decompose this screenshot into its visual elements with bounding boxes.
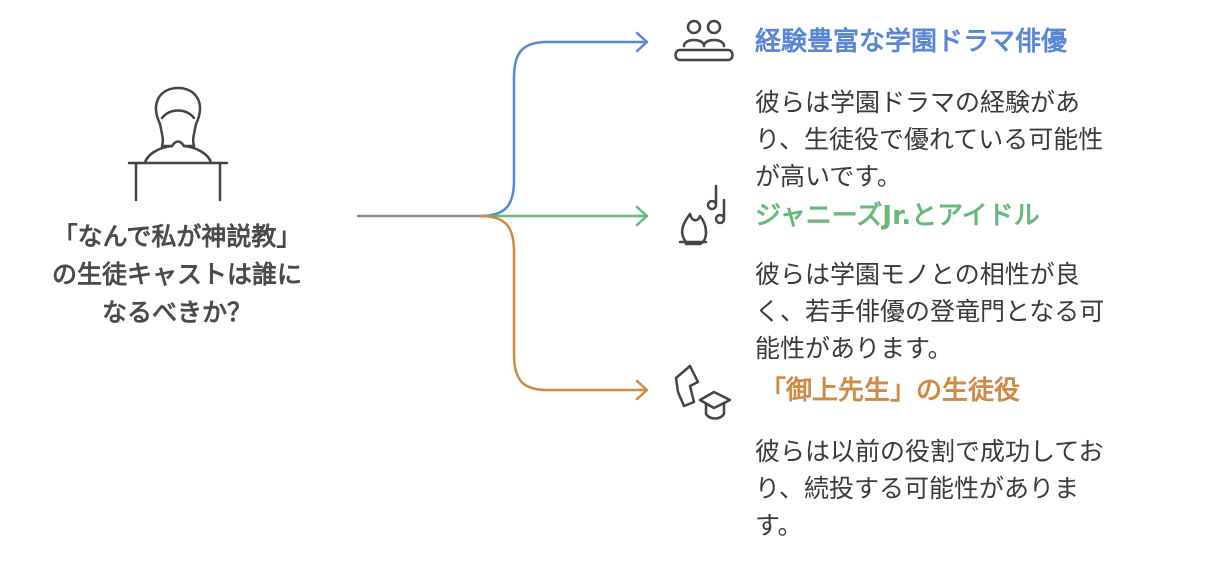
description-line: 彼らは学園ドラマの経験があ (755, 88, 1081, 117)
option-1-title: 経験豊富な学園ドラマ俳優 (755, 27, 1068, 57)
connector-option-3 (478, 214, 649, 392)
question-line: 「なんで私が神説教」 (52, 222, 302, 251)
arrowhead-option-1 (635, 31, 649, 53)
option-2-title: ジャニーズJr.とアイドル (755, 201, 1040, 231)
question-line: なるべきか？ (101, 298, 252, 327)
description-line: が高いです。 (755, 162, 902, 191)
description-line: く、若手俳優の登竜門となる可 (755, 297, 1105, 326)
description-line: 彼らは学園モノとの相性が良 (755, 260, 1080, 289)
description-line: 能性があります。 (755, 334, 953, 363)
description-line: 彼らは以前の役割で成功してお (755, 437, 1104, 466)
description-line: り、続投する可能性がありま (755, 474, 1080, 503)
option-1-description: 彼らは学園ドラマの経験があ り、生徒役で優れている可能性 が高いです。 (755, 84, 1220, 195)
graduation-cap-diploma-icon (674, 364, 732, 420)
connector-option-1 (478, 40, 649, 218)
option-3-description: 彼らは以前の役割で成功してお り、続投する可能性がありま す。 (755, 433, 1220, 544)
person-at-podium-icon (127, 86, 229, 202)
group-of-people-icon (674, 19, 734, 62)
question-line: の生徒キャストは誰に (51, 260, 302, 289)
central-question: 「なんで私が神説教」 の生徒キャストは誰に なるべきか？ (8, 218, 346, 332)
option-3-title: 「御上先生」の生徒役 (760, 376, 1021, 406)
option-2-description: 彼らは学園モノとの相性が良 く、若手俳優の登竜門となる可 能性があります。 (755, 256, 1220, 367)
description-line: り、生徒役で優れている可能性 (755, 125, 1104, 154)
arrowhead-option-3 (635, 379, 649, 401)
description-line: す。 (755, 511, 803, 540)
arrowhead-option-2 (635, 205, 649, 227)
music-notes-fire-icon (678, 184, 726, 246)
connectors (356, 31, 649, 401)
